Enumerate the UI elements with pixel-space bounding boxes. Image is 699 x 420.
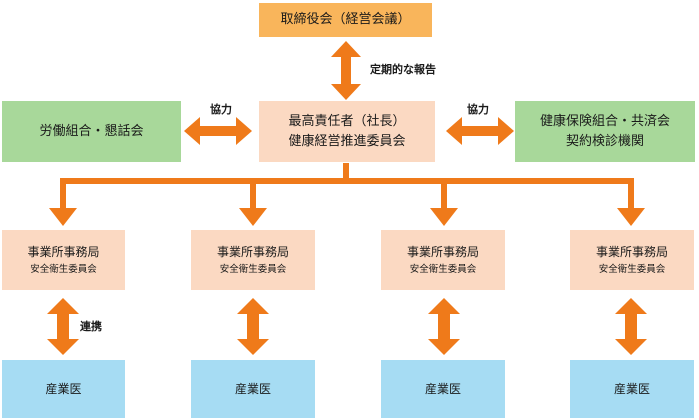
report-edge-label: 定期的な報告 (370, 63, 436, 76)
safety-committee-label: 安全衛生委員会 (30, 263, 97, 275)
industrial-physician-label: 産業医 (424, 381, 461, 396)
office-box: 事業所事務局 安全衛生委員会 (570, 230, 694, 290)
industrial-physician-box: 産業医 (570, 360, 694, 418)
office-box: 事業所事務局 安全衛生委員会 (2, 230, 125, 290)
cooperation-right-double-arrow (446, 117, 514, 145)
liaison-double-arrow-1 (47, 298, 79, 355)
liaison-label: 連携 (80, 320, 102, 333)
industrial-physician-label: 産業医 (234, 381, 271, 396)
health-insurance-box: 健康保険組合・共済会 契約検診機関 (515, 101, 695, 162)
safety-committee-label: 安全衛生委員会 (409, 263, 477, 275)
report-double-arrow (331, 41, 361, 100)
liaison-double-arrow-3 (428, 298, 460, 355)
tree-trunk (343, 163, 349, 183)
tree-bar (60, 178, 634, 184)
board-label: 取締役会（経営会議） (280, 12, 411, 27)
committee-label: 健康経営推進委員会 (288, 133, 406, 149)
safety-committee-label: 安全衛生委員会 (219, 263, 287, 275)
labor-union-label: 労働組合・懇話会 (39, 123, 144, 139)
cooperation-left-double-arrow (184, 117, 252, 145)
board-box: 取締役会（経営会議） (259, 3, 432, 37)
ceo-label: 最高責任者（社長） (288, 113, 406, 129)
office-box: 事業所事務局 安全衛生委員会 (381, 230, 505, 290)
office-title: 事業所事務局 (27, 244, 100, 259)
industrial-physician-box: 産業医 (381, 360, 505, 418)
labor-union-box: 労働組合・懇話会 (2, 101, 181, 162)
down-arrow-4 (617, 208, 645, 226)
office-title: 事業所事務局 (216, 244, 289, 259)
cooperation-right-label: 協力 (467, 103, 489, 116)
safety-committee-label: 安全衛生委員会 (598, 263, 666, 275)
industrial-physician-box: 産業医 (2, 360, 125, 418)
checkup-institution-label: 契約検診機関 (565, 133, 644, 149)
industrial-physician-box: 産業医 (191, 360, 315, 418)
industrial-physician-label: 産業医 (613, 381, 650, 396)
office-title: 事業所事務局 (595, 244, 668, 259)
office-box: 事業所事務局 安全衛生委員会 (191, 230, 315, 290)
ceo-committee-box: 最高責任者（社長） 健康経営推進委員会 (259, 101, 435, 162)
cooperation-left-label: 協力 (210, 103, 232, 116)
liaison-double-arrow-4 (615, 298, 647, 355)
liaison-double-arrow-2 (237, 298, 269, 355)
office-title: 事業所事務局 (406, 244, 479, 259)
industrial-physician-label: 産業医 (45, 381, 82, 396)
down-arrow-1 (49, 208, 77, 226)
down-arrow-2 (239, 208, 267, 226)
health-insurance-label: 健康保険組合・共済会 (539, 113, 670, 129)
down-arrow-3 (430, 208, 458, 226)
